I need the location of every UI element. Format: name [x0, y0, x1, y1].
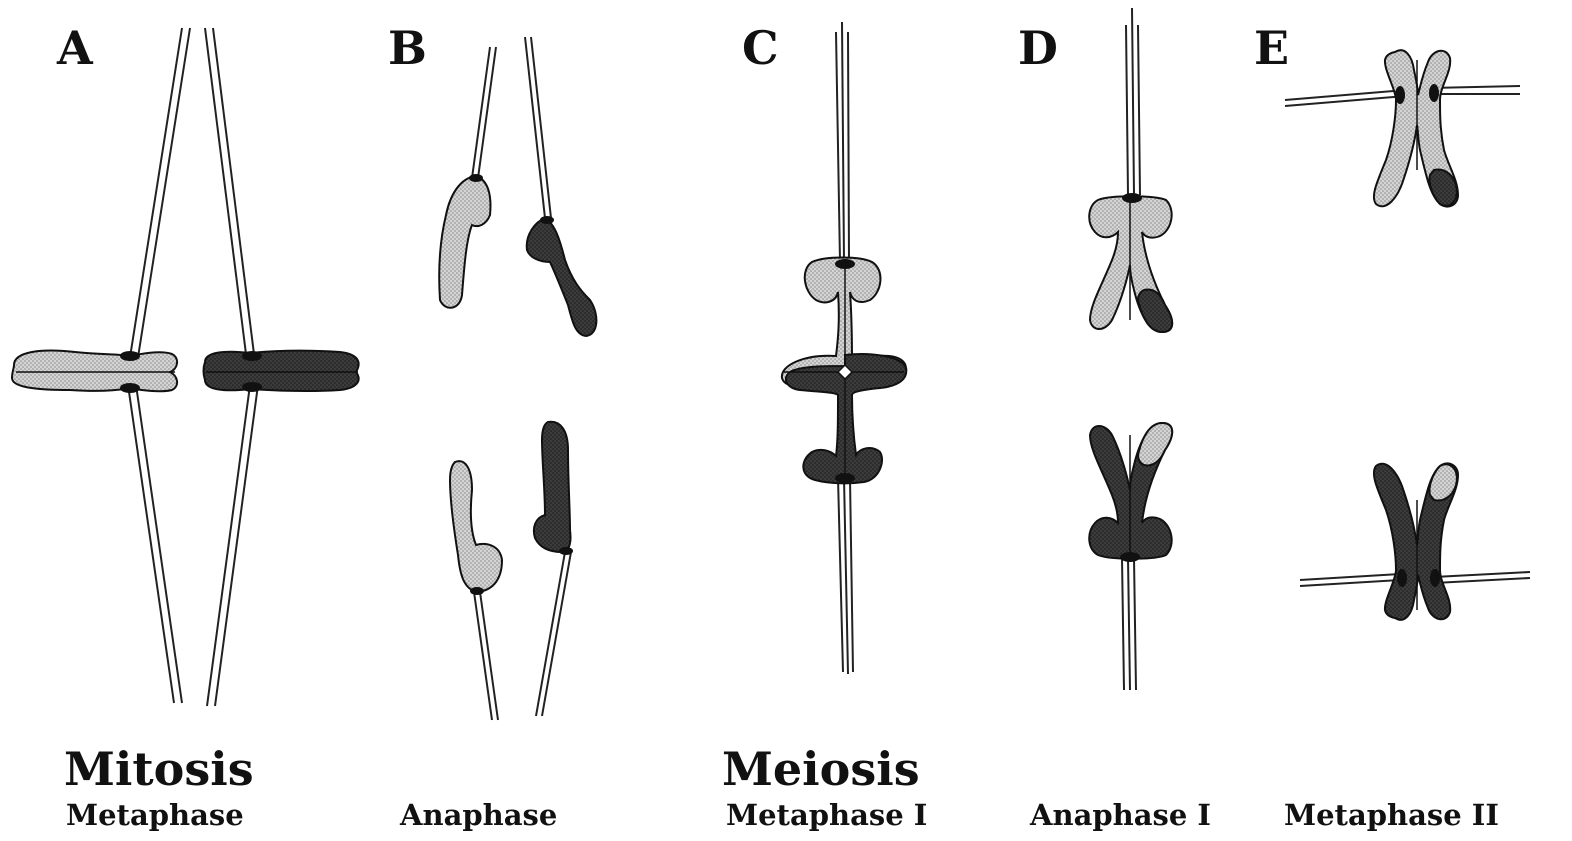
panel-e-meiosis-metaphase-ii — [1285, 50, 1530, 620]
panel-letter-d: D — [1018, 25, 1058, 71]
chromosome-dark-horizontal — [204, 351, 359, 391]
group-title-mitosis: Mitosis — [64, 746, 254, 792]
stage-label-metaphase: Metaphase — [66, 801, 244, 830]
chromatid-light-upper — [439, 176, 490, 308]
panel-c-meiosis-metaphase-i — [782, 22, 906, 674]
spindle-fibers — [472, 37, 571, 720]
panel-letter-c: C — [742, 25, 779, 71]
stage-label-metaphase-ii: Metaphase II — [1284, 801, 1499, 830]
stage-label-anaphase-i: Anaphase I — [1030, 801, 1211, 830]
spindle-fibers — [1122, 8, 1140, 690]
panel-b-mitosis-anaphase — [439, 37, 596, 720]
stage-label-metaphase-i: Metaphase I — [726, 801, 927, 830]
panel-letter-b: B — [388, 25, 427, 71]
panel-letter-e: E — [1254, 25, 1289, 71]
chromatid-dark-lower — [534, 422, 571, 552]
chromosome-light-horizontal — [12, 351, 177, 392]
panel-letter-a: A — [57, 25, 93, 71]
group-title-meiosis: Meiosis — [722, 746, 920, 792]
stage-label-anaphase: Anaphase — [400, 801, 557, 830]
chromatid-light-lower — [450, 461, 502, 592]
chromatid-dark-upper — [527, 218, 597, 336]
panel-d-meiosis-anaphase-i — [1089, 8, 1172, 690]
panel-a-mitosis-metaphase — [12, 28, 359, 706]
